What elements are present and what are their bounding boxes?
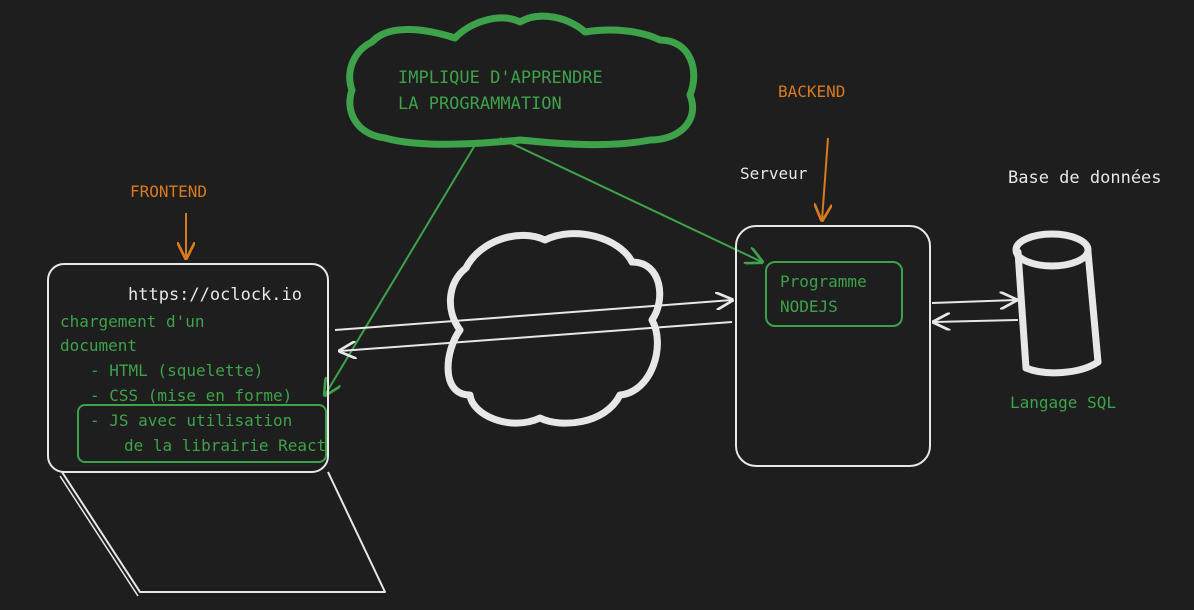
db-to-server-arrow <box>934 320 1019 322</box>
item-js-line2: de la librairie React <box>124 436 327 455</box>
js-highlight-box <box>77 404 327 463</box>
nodejs-line2: NODEJS <box>780 297 838 316</box>
doc-line1: chargement d'un <box>60 312 205 331</box>
laptop-screen <box>47 263 329 473</box>
doc-line2: document <box>60 336 138 355</box>
cloud-note-shape <box>346 12 698 149</box>
orange-arrow-backend <box>822 137 828 220</box>
server-label: Serveur <box>740 164 808 183</box>
laptop-icon <box>59 471 386 597</box>
nodejs-box <box>765 261 903 327</box>
item-css: - CSS (mise en forme) <box>90 386 293 405</box>
item-js-line1: - JS avec utilisation <box>90 411 293 430</box>
green-arrow-to-nodejs <box>499 137 762 262</box>
backend-label: BACKEND <box>778 82 846 101</box>
sql-language-label: Langage SQL <box>1010 393 1116 412</box>
request-arrow <box>334 300 732 331</box>
database-cylinder-icon <box>1012 230 1102 377</box>
server-to-db-arrow <box>931 300 1016 303</box>
green-arrow-to-js <box>325 139 479 395</box>
response-arrow <box>340 321 733 351</box>
url-text: https://oclock.io <box>128 285 302 305</box>
database-label: Base de données <box>1008 168 1162 188</box>
cloud-note-line2: LA PROGRAMMATION <box>398 94 562 114</box>
cloud-note-line1: IMPLIQUE D'APPRENDRE <box>398 68 603 88</box>
cloud-icon <box>444 230 664 427</box>
item-html: - HTML (squelette) <box>90 361 264 380</box>
nodejs-line1: Programme <box>780 272 867 291</box>
server-box <box>735 225 931 467</box>
frontend-label: FRONTEND <box>130 182 208 201</box>
